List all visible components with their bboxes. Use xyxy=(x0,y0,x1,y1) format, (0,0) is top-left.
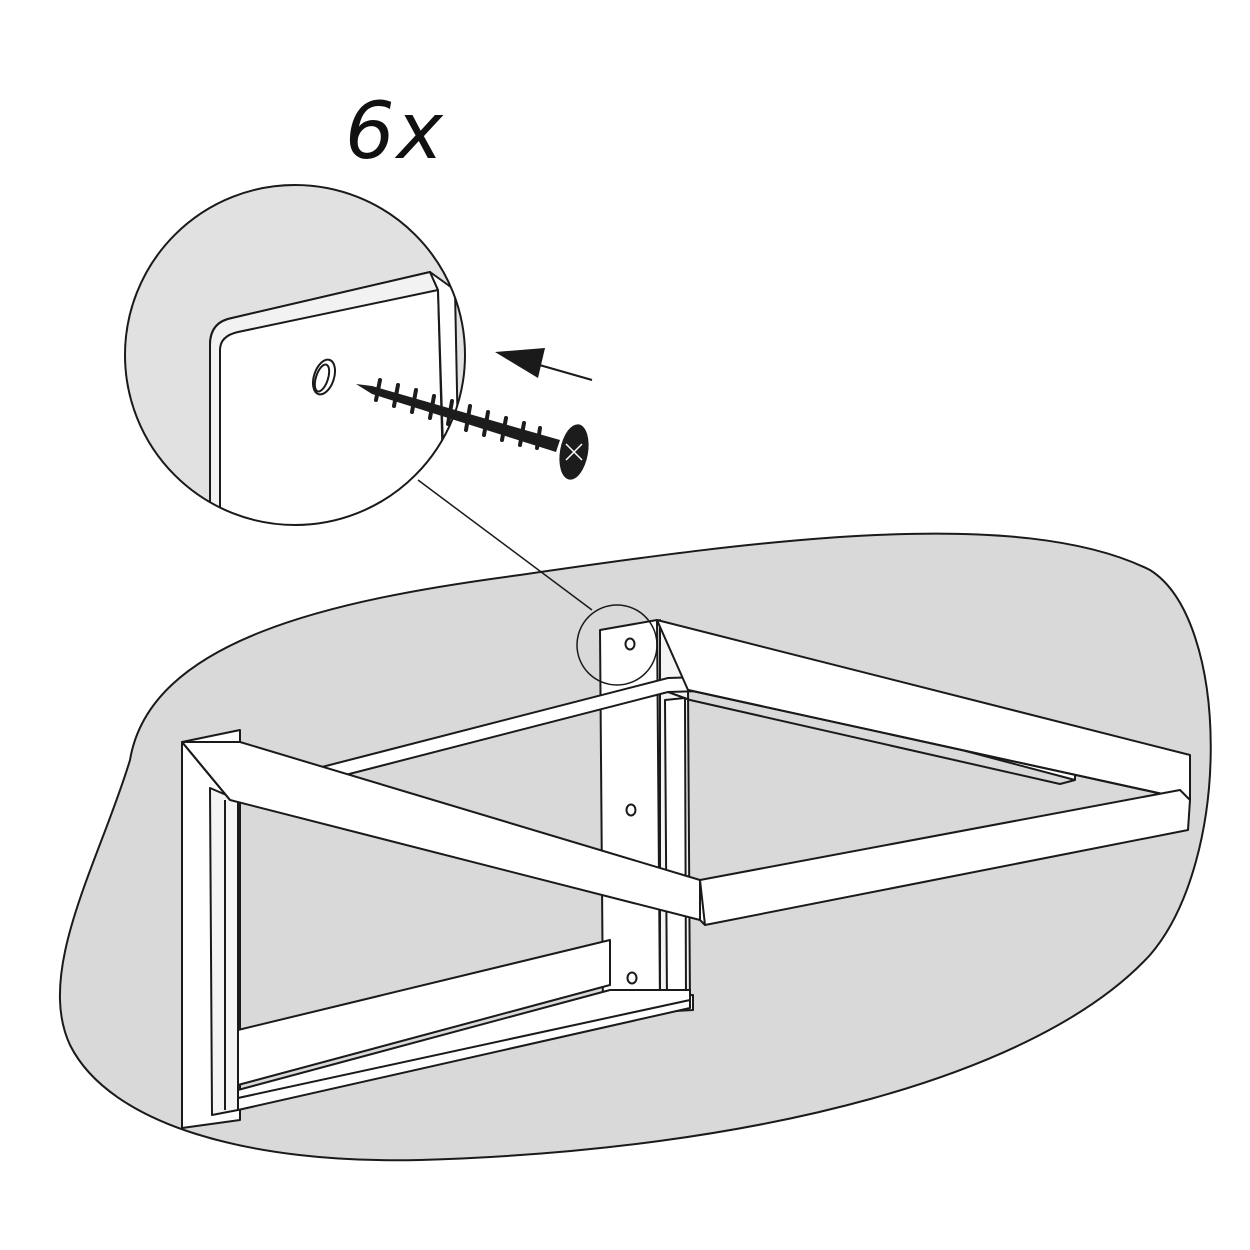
quantity-label: 6x xyxy=(345,87,445,177)
shelf-bracket-assembly xyxy=(181,619,1191,1129)
screw-icon xyxy=(356,378,589,480)
mounting-hole xyxy=(625,803,637,817)
mounting-hole xyxy=(624,637,636,651)
arrow-icon xyxy=(495,348,593,381)
left-lower-arm xyxy=(237,939,691,1111)
detail-leader-line xyxy=(417,479,593,611)
mounting-hole xyxy=(626,971,638,985)
front-top-rail xyxy=(181,741,701,921)
detail-highlight-circle xyxy=(576,604,658,686)
magnified-detail xyxy=(124,184,466,526)
left-wall-plate xyxy=(181,729,241,1129)
